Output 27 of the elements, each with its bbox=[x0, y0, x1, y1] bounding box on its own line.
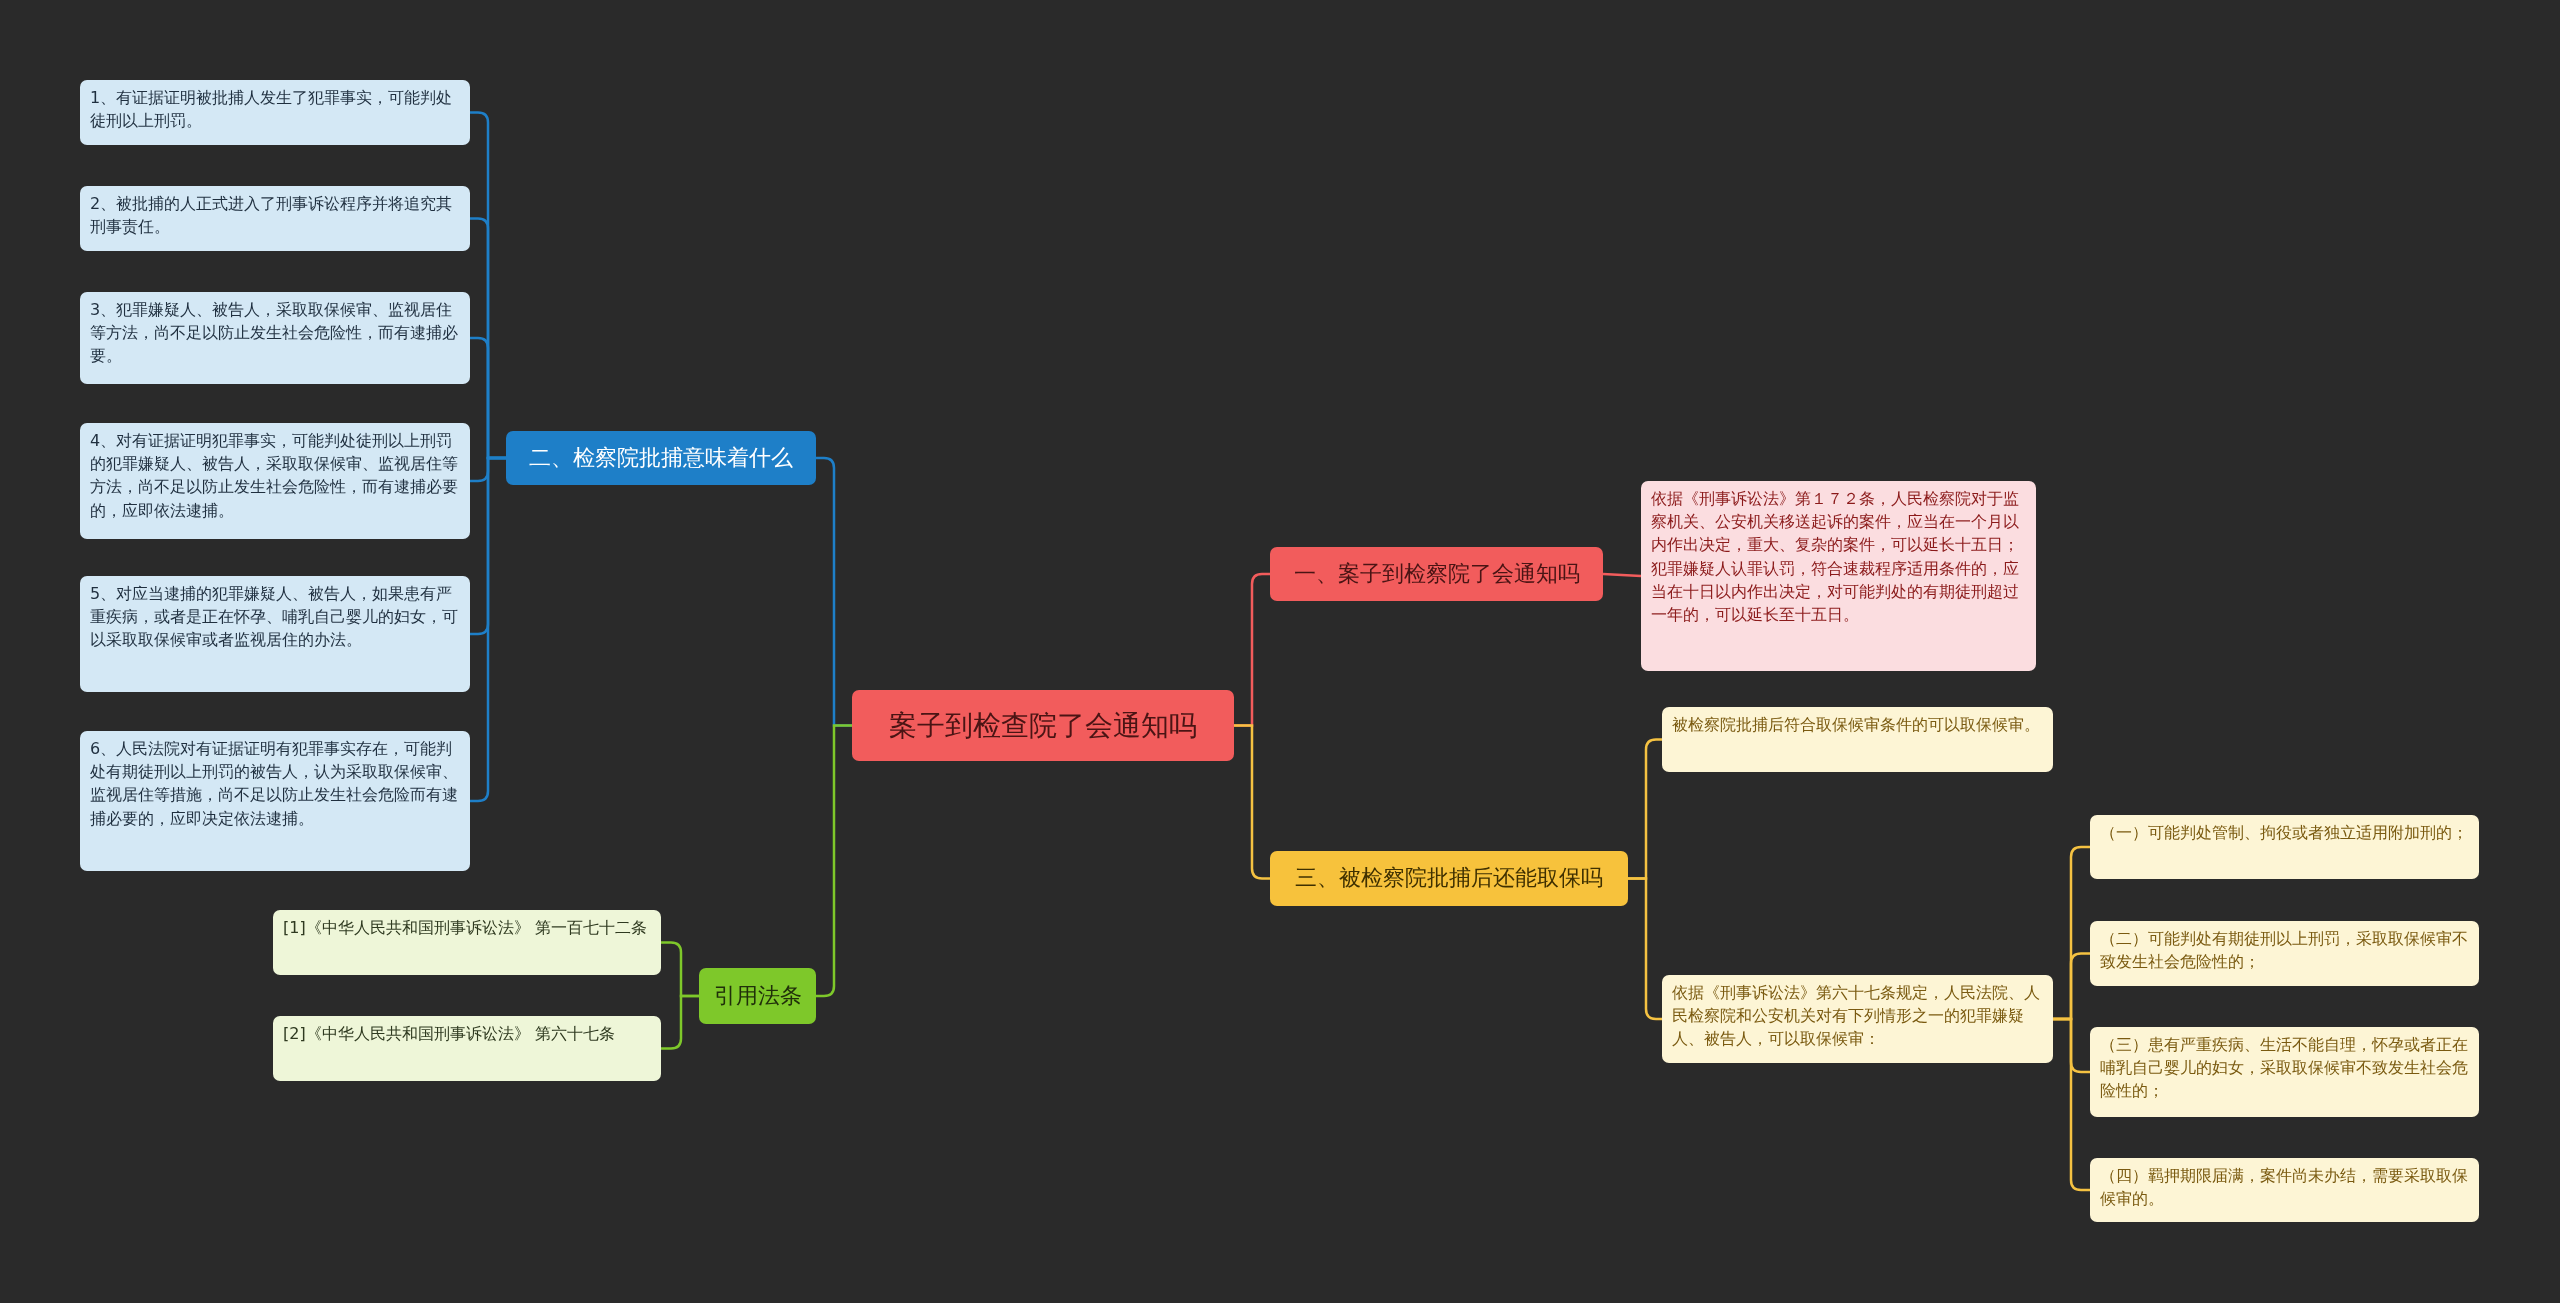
connector-line bbox=[1602, 572, 1642, 578]
branch-topic: 二、检察院批捕意味着什么 bbox=[506, 431, 816, 485]
detail-note: 5、对应当逮捕的犯罪嫌疑人、被告人，如果患有严重疾病，或者是正在怀孕、哺乳自己婴儿的妇女，可以采取取保候审或者监视居住的办法。 bbox=[80, 576, 470, 692]
connector-line bbox=[1628, 877, 1662, 1021]
detail-note: （四）羁押期限届满，案件尚未办结，需要采取取保候审的。 bbox=[2090, 1158, 2479, 1222]
branch-topic: 一、案子到检察院了会通知吗 bbox=[1270, 547, 1603, 601]
connector-line bbox=[661, 994, 699, 1050]
detail-note: （三）患有严重疾病、生活不能自理，怀孕或者正在哺乳自己婴儿的妇女，采取取保候审不致发生社会危险性的； bbox=[2090, 1027, 2479, 1117]
connector-line bbox=[2053, 1017, 2090, 1192]
detail-note: 被检察院批捕后符合取保候审条件的可以取保候审。 bbox=[1662, 707, 2053, 772]
connector-line bbox=[816, 724, 852, 998]
connector-line bbox=[1234, 724, 1270, 880]
branch-topic: 三、被检察院批捕后还能取保吗 bbox=[1270, 851, 1628, 906]
citation-note: [1]《中华人民共和国刑事诉讼法》 第一百七十二条 bbox=[273, 910, 661, 975]
detail-note: 1、有证据证明被批捕人发生了犯罪事实，可能判处徒刑以上刑罚。 bbox=[80, 80, 470, 145]
detail-note: 6、人民法院对有证据证明有犯罪事实存在，可能判处有期徒刑以上刑罚的被告人，认为采取取保候审、监视居住等措施，尚不足以防止发生社会危险而有逮捕必要的，应即决定依法逮捕。 bbox=[80, 731, 470, 871]
detail-note: 依据《刑事诉讼法》第１７２条，人民检察院对于监察机关、公安机关移送起诉的案件，应当在一个月以内作出决定，重大、复杂的案件，可以延长十五日；犯罪嫌疑人认罪认罚，符合速裁程序适用条件的，应当在十日以内作出决定，对可能判处的有期徒刑超过一年的，可以延长至十五日。 bbox=[1641, 481, 2036, 671]
branch-topic: 引用法条 bbox=[699, 968, 816, 1024]
detail-note: （一）可能判处管制、拘役或者独立适用附加刑的； bbox=[2090, 815, 2479, 879]
detail-note: 2、被批捕的人正式进入了刑事诉讼程序并将追究其刑事责任。 bbox=[80, 186, 470, 251]
detail-note: 依据《刑事诉讼法》第六十七条规定，人民法院、人民检察院和公安机关对有下列情形之一的犯罪嫌疑人、被告人，可以取保候审： bbox=[1662, 975, 2053, 1063]
central-topic: 案子到检查院了会通知吗 bbox=[852, 690, 1234, 761]
connector-line bbox=[470, 456, 506, 803]
detail-note: 3、犯罪嫌疑人、被告人，采取取保候审、监视居住等方法，尚不足以防止发生社会危险性，而有逮捕必要。 bbox=[80, 292, 470, 384]
detail-note: （二）可能判处有期徒刑以上刑罚，采取取保候审不致发生社会危险性的； bbox=[2090, 921, 2479, 986]
detail-note: 4、对有证据证明犯罪事实，可能判处徒刑以上刑罚的犯罪嫌疑人、被告人，采取取保候审、监视居住等方法，尚不足以防止发生社会危险性，而有逮捕必要的，应即依法逮捕。 bbox=[80, 423, 470, 539]
citation-note: [2]《中华人民共和国刑事诉讼法》 第六十七条 bbox=[273, 1016, 661, 1081]
